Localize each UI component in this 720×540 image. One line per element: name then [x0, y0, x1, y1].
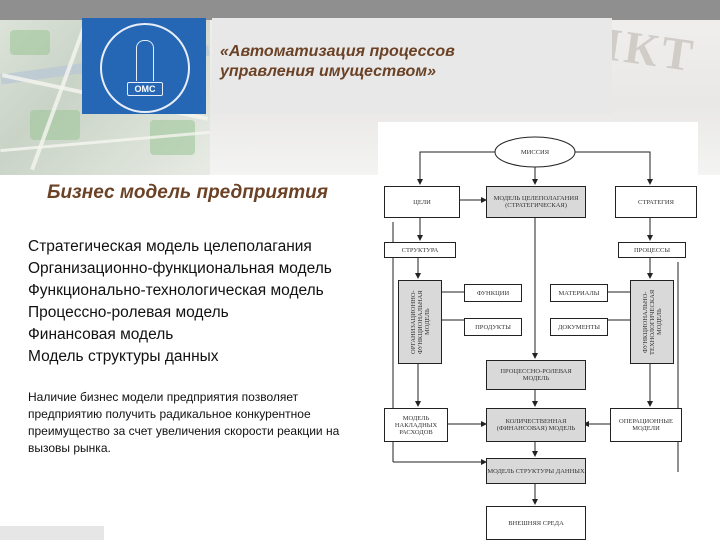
- tower-icon: [136, 40, 154, 81]
- org-func-model-label: ОРГАНИЗАЦИОННО-ФУНКЦИОНАЛЬНАЯ МОДЕЛЬ: [409, 290, 431, 354]
- goal-model-node: МОДЕЛЬ ЦЕЛЕПОЛАГАНИЯ (СТРАТЕГИЧЕСКАЯ): [486, 186, 586, 218]
- func-tech-model-label: ФУНКЦИОНАЛЬНО-ТЕХНОЛОГИЧЕСКАЯ МОДЕЛЬ: [641, 289, 663, 355]
- section-subtitle: Бизнес модель предприятия: [47, 182, 328, 203]
- top-strip: [0, 0, 720, 20]
- documents-node: ДОКУМЕНТЫ: [550, 318, 608, 336]
- structure-node: СТРУКТУРА: [384, 242, 456, 258]
- diagram-connectors: [392, 136, 679, 505]
- model-list: Стратегическая модель целеполагания Орга…: [28, 236, 332, 368]
- footer-strip: [0, 526, 104, 540]
- business-model-diagram: МИССИЯ ЦЕЛИ МОДЕЛЬ ЦЕЛЕПОЛАГАНИЯ (СТРАТЕ…: [378, 122, 698, 540]
- description-text: Наличие бизнес модели предприятия позвол…: [28, 390, 340, 455]
- list-item: Модель структуры данных: [28, 348, 219, 365]
- operational-models-node: ОПЕРАЦИОННЫЕ МОДЕЛИ: [610, 408, 682, 442]
- materials-node: МАТЕРИАЛЫ: [550, 284, 608, 302]
- func-tech-model-node: ФУНКЦИОНАЛЬНО-ТЕХНОЛОГИЧЕСКАЯ МОДЕЛЬ: [630, 280, 674, 364]
- logo: ОМС: [82, 18, 206, 114]
- overhead-model-node: МОДЕЛЬ НАКЛАДНЫХ РАСХОДОВ: [384, 408, 448, 442]
- logo-label: ОМС: [127, 82, 163, 96]
- logo-seal: [100, 23, 190, 113]
- processes-node: ПРОЦЕССЫ: [618, 242, 686, 258]
- products-node: ПРОДУКТЫ: [464, 318, 522, 336]
- mission-node: [494, 136, 576, 168]
- process-role-model-node: ПРОЦЕССНО-РОЛЕВАЯ МОДЕЛЬ: [486, 360, 586, 390]
- title-bar: [212, 18, 612, 114]
- goals-node: ЦЕЛИ: [384, 186, 460, 218]
- data-structure-model-node: МОДЕЛЬ СТРУКТУРЫ ДАННЫХ: [486, 458, 586, 484]
- functions-node: ФУНКЦИИ: [464, 284, 522, 302]
- list-item: Финансовая модель: [28, 326, 174, 343]
- page-title: «Автоматизация процессов управления имущ…: [220, 43, 455, 80]
- list-item: Организационно-функциональная модель: [28, 260, 332, 277]
- org-func-model-node: ОРГАНИЗАЦИОННО-ФУНКЦИОНАЛЬНАЯ МОДЕЛЬ: [398, 280, 442, 364]
- list-item: Процессно-ролевая модель: [28, 304, 229, 321]
- list-item: Стратегическая модель целеполагания: [28, 238, 312, 255]
- mission-label: МИССИЯ: [520, 148, 550, 156]
- quantitative-model-node: КОЛИЧЕСТВЕННАЯ (ФИНАНСОВАЯ) МОДЕЛЬ: [486, 408, 586, 442]
- external-env-node: ВНЕШНЯЯ СРЕДА: [486, 506, 586, 540]
- strategy-node: СТРАТЕГИЯ: [615, 186, 697, 218]
- list-item: Функционально-технологическая модель: [28, 282, 324, 299]
